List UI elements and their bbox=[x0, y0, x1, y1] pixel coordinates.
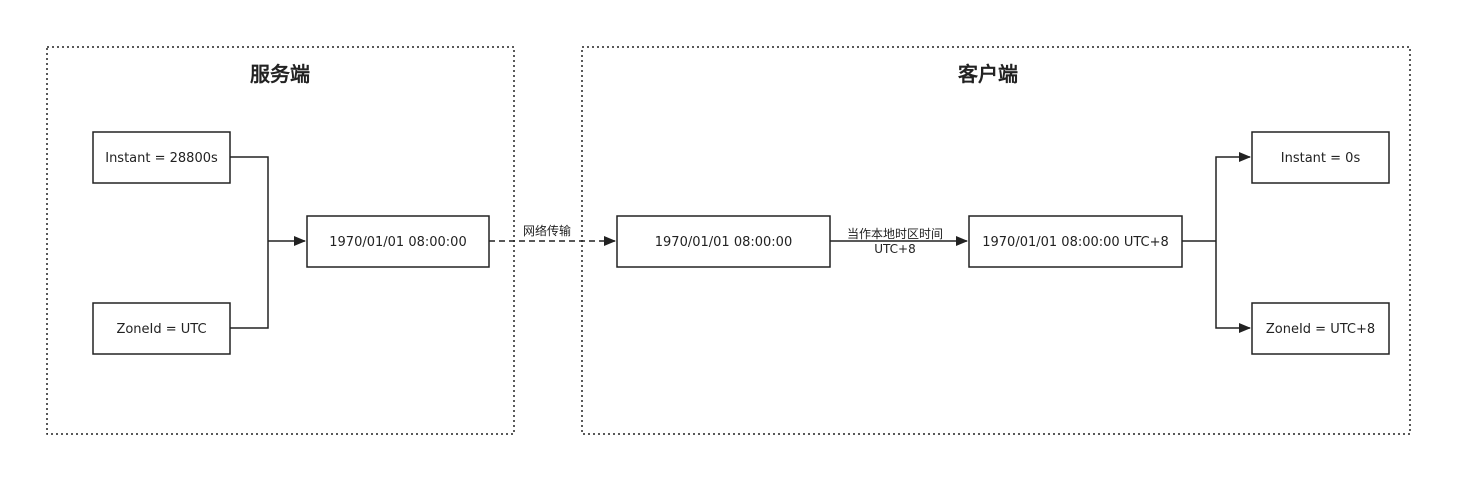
server-datetime-label: 1970/01/01 08:00:00 bbox=[329, 235, 466, 250]
network-transfer-label: 网络传输 bbox=[523, 223, 571, 238]
client-zone-node: ZoneId = UTC+8 bbox=[1251, 302, 1390, 355]
server-zone-box bbox=[92, 302, 231, 355]
server-connectors bbox=[230, 156, 306, 329]
split-to-instant-arrow bbox=[1215, 152, 1251, 241]
client-instant-box bbox=[1251, 131, 1390, 184]
zone-to-merge-line bbox=[230, 241, 269, 329]
client-instant-label: Instant = 0s bbox=[1281, 151, 1361, 166]
instant-to-merge-line bbox=[230, 156, 269, 241]
network-transfer: 网络传输 bbox=[489, 223, 616, 246]
client-zoned-node: 1970/01/01 08:00:00 UTC+8 bbox=[968, 215, 1183, 268]
client-title: 客户端 bbox=[957, 62, 1018, 86]
server-instant-label: Instant = 28800s bbox=[105, 151, 218, 166]
server-instant-box bbox=[92, 131, 231, 184]
split-to-zone-arrow bbox=[1215, 241, 1251, 333]
server-datetime-box bbox=[306, 215, 490, 268]
server-datetime-node: 1970/01/01 08:00:00 bbox=[306, 215, 490, 268]
client-received-box bbox=[616, 215, 831, 268]
client-connectors bbox=[1182, 152, 1251, 333]
local-zone-conversion: 当作本地时区时间 UTC+8 bbox=[830, 227, 968, 256]
server-zone-label: ZoneId = UTC bbox=[116, 322, 206, 337]
client-instant-node: Instant = 0s bbox=[1251, 131, 1390, 184]
server-title: 服务端 bbox=[250, 62, 310, 86]
client-zone-box bbox=[1251, 302, 1390, 355]
local-zone-label-line1: 当作本地时区时间 bbox=[847, 227, 943, 241]
local-zone-label-line2: UTC+8 bbox=[874, 242, 915, 256]
client-zoned-box bbox=[968, 215, 1183, 268]
client-received-label: 1970/01/01 08:00:00 bbox=[655, 235, 792, 250]
server-zone-node: ZoneId = UTC bbox=[92, 302, 231, 355]
server-instant-node: Instant = 28800s bbox=[92, 131, 231, 184]
client-zone-label: ZoneId = UTC+8 bbox=[1266, 322, 1375, 337]
client-received-node: 1970/01/01 08:00:00 bbox=[616, 215, 831, 268]
client-zoned-label: 1970/01/01 08:00:00 UTC+8 bbox=[982, 235, 1169, 250]
